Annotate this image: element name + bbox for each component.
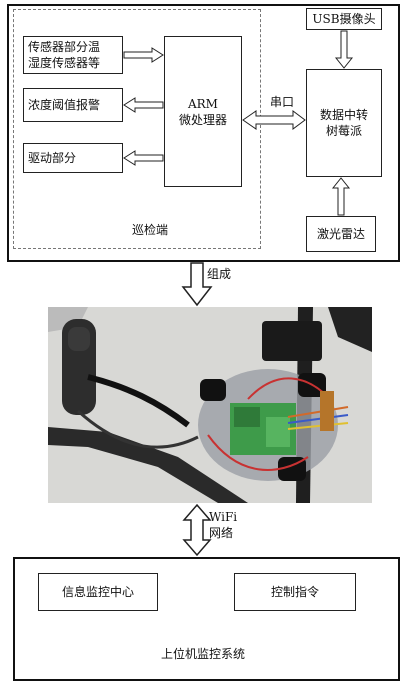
drive-module-label: 驱动部分 [28,151,77,165]
compose-label: 组成 [207,267,232,281]
control-command-label: 控制指令 [270,585,319,599]
usb-camera-label: USB摄像头 [312,12,376,26]
arm-to-drive-arrow [123,150,164,166]
lidar-box: 激光雷达 [306,216,376,252]
lidar-label: 激光雷达 [316,227,365,241]
info-monitoring-center-label: 信息监控中心 [61,585,134,599]
sensor-module-box: 传感器部分温 湿度传感器等 [23,36,123,74]
raspberry-pi-label: 数据中转 树莓派 [319,108,368,138]
lidar-to-raspberry-arrow [331,177,351,216]
serial-double-arrow [242,110,306,130]
raspberry-pi-box: 数据中转 树莓派 [306,69,382,177]
compose-down-arrow [181,262,213,307]
alarm-module-box: 浓度阈值报警 [23,88,123,122]
camera-to-raspberry-arrow [334,30,354,69]
control-command-box: 控制指令 [234,573,356,611]
arm-processor-box: ARM 微处理器 [164,36,242,187]
arm-to-alarm-arrow [123,97,164,113]
host-monitoring-system-title: 上位机监控系统 [160,647,245,661]
serial-port-label: 串口 [269,95,294,109]
wifi-network-label: WiFi 网络 [209,510,238,540]
inspection-end-label: 巡检端 [131,223,168,237]
sensor-module-label: 传感器部分温 湿度传感器等 [28,40,101,70]
alarm-module-label: 浓度阈值报警 [28,98,101,112]
arm-processor-label: ARM 微处理器 [178,96,227,127]
usb-camera-box: USB摄像头 [306,8,382,30]
inspection-robot-photo [48,307,372,503]
info-monitoring-center-box: 信息监控中心 [38,573,158,611]
wifi-double-arrow [182,503,212,557]
drive-module-box: 驱动部分 [23,143,123,173]
inspection-end-region [13,9,261,249]
sensor-to-arm-arrow [123,47,164,63]
